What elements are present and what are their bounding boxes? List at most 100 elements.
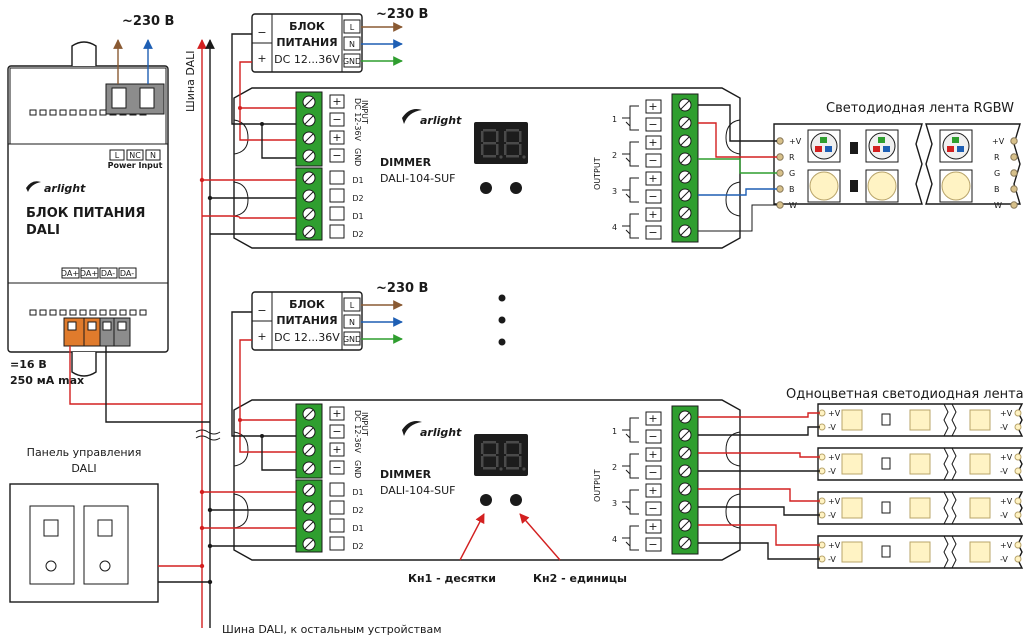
da-term-1: DA+ — [61, 269, 79, 278]
psu-mid-minus: − — [257, 304, 266, 317]
dimmer1-d1b: D1 — [352, 212, 363, 221]
mono-strip-3: +V -V +V -V — [817, 491, 1023, 525]
dimmer1-out-3: + — [648, 136, 657, 149]
dimmer2-in-4: − — [332, 461, 341, 474]
dimmer2-brand: arlight — [420, 426, 462, 439]
rgbw-pin-b2: B — [994, 185, 1000, 194]
psu-top-minus: − — [257, 26, 266, 39]
term-nc-label: NC — [129, 151, 141, 160]
dimmer2-in-1: + — [332, 407, 341, 420]
dimmer1-out-2: − — [648, 118, 657, 131]
dimmer2-in-3: + — [332, 443, 341, 456]
dimmer2-input-1: INPUT — [360, 412, 369, 436]
dimmer2-ch4: 4 — [612, 535, 617, 544]
psu-mid-plus: + — [257, 330, 266, 343]
psu-top-title-2: ПИТАНИЯ — [276, 36, 337, 49]
dimmer-1: + − + − INPUT DC 12-36V GND D1 D2 D1 D2 … — [233, 87, 741, 249]
rgbw-strip: +V R G B W +V R G B W — [773, 123, 1021, 210]
dali-psu-title-2: DALI — [26, 223, 60, 238]
dimmer1-ch2: 2 — [612, 151, 617, 160]
psu-mid-n: N — [349, 318, 355, 327]
psu-mid: − + БЛОК ПИТАНИЯ DC 12...36V L N GND — [251, 291, 363, 351]
psu-top-gnd: GND — [343, 57, 361, 66]
rgbw-pin-b: B — [789, 185, 795, 194]
dimmer2-ch2: 2 — [612, 463, 617, 472]
dimmer2-out-7: + — [648, 520, 657, 533]
arlight-logo-icon — [26, 181, 41, 192]
da-term-4: DA- — [120, 269, 134, 278]
psu-top-n: N — [349, 40, 355, 49]
dimmer2-d1b: D1 — [352, 524, 363, 533]
mono1-minus-r: -V — [1000, 423, 1008, 432]
dimmer1-out-6: − — [648, 190, 657, 203]
dimmer1-output: OUTPUT — [593, 157, 602, 190]
dimmer1-d1a: D1 — [352, 176, 363, 185]
mono3-plus: +V — [828, 497, 841, 506]
term-l-label: L — [115, 151, 120, 160]
mono2-plus-r: +V — [1000, 453, 1013, 462]
dimmer2-out-2: − — [648, 430, 657, 443]
dimmer1-in-1: + — [332, 95, 341, 108]
dimmer2-out-8: − — [648, 538, 657, 551]
psu-top-plus: + — [257, 52, 266, 65]
dimmer2-out-6: − — [648, 502, 657, 515]
dimmer1-in-3: + — [332, 131, 341, 144]
dimmer1-d2a: D2 — [352, 194, 363, 203]
rgbw-pin-g2: G — [994, 169, 1000, 178]
term-n-label: N — [150, 151, 156, 160]
rgbw-pin-r: R — [789, 153, 795, 162]
dimmer2-d2a: D2 — [352, 506, 363, 515]
dimmer1-title: DIMMER — [380, 156, 432, 169]
dimmer1-d2b: D2 — [352, 230, 363, 239]
dimmer-2: + − + − INPUT DC 12-36V GND D1 D2 D1 D2 … — [233, 399, 741, 561]
dimmer1-out-7: + — [648, 208, 657, 221]
dimmer2-d2b: D2 — [352, 542, 363, 551]
mono4-minus: -V — [828, 555, 836, 564]
dali-out-current: 250 мА max — [10, 374, 84, 387]
mono1-minus: -V — [828, 423, 836, 432]
dimmer1-brand: arlight — [420, 114, 462, 127]
dimmer1-out-1: + — [648, 100, 657, 113]
dimmer2-out-1: + — [648, 412, 657, 425]
mono-strip-4: +V -V +V -V — [817, 535, 1023, 569]
dimmer1-input-1: INPUT — [360, 100, 369, 124]
panel-title-1: Панель управления — [27, 446, 142, 459]
rgbw-pin-v: +V — [789, 137, 802, 146]
dimmer1-gnd: GND — [353, 148, 362, 166]
power-input-label: Power Input — [108, 161, 163, 170]
dimmer2-out-5: + — [648, 484, 657, 497]
dimmer2-gnd: GND — [353, 460, 362, 478]
dimmer1-out-8: − — [648, 226, 657, 239]
dimmer2-input-2: DC 12-36V — [353, 410, 362, 454]
da-term-2: DA+ — [80, 269, 98, 278]
dimmer1-model: DALI-104-SUF — [380, 172, 455, 185]
dimmer1-in-4: − — [332, 149, 341, 162]
dimmer2-out-3: + — [648, 448, 657, 461]
mono2-minus-r: -V — [1000, 467, 1008, 476]
psu-mid-voltage: DC 12...36V — [274, 331, 340, 344]
dimmer2-ch1: 1 — [612, 427, 617, 436]
mains-label-top: ~230 В — [376, 7, 428, 22]
mono-strip-2: +V -V +V -V — [817, 447, 1023, 481]
dimmer2-model: DALI-104-SUF — [380, 484, 455, 497]
dimmer2-ch3: 3 — [612, 499, 617, 508]
dali-out-voltage: =16 В — [10, 358, 47, 371]
mono4-plus-r: +V — [1000, 541, 1013, 550]
dali-control-panel: Панель управления DALI — [9, 446, 159, 603]
mono3-minus: -V — [828, 511, 836, 520]
dali-bus-vertical-label: Шина DALI — [184, 50, 197, 112]
rgbw-pin-g: G — [789, 169, 795, 178]
psu-top-title-1: БЛОК — [289, 20, 325, 33]
mono3-plus-r: +V — [1000, 497, 1013, 506]
mains-label-mid: ~230 В — [376, 281, 428, 296]
dimmer1-ch3: 3 — [612, 187, 617, 196]
dali-psu-brand: arlight — [44, 182, 86, 195]
dimmer2-in-2: − — [332, 425, 341, 438]
dimmer2-d1a: D1 — [352, 488, 363, 497]
rgbw-pin-r2: R — [994, 153, 1000, 162]
rgbw-title: Светодиодная лента RGBW — [826, 101, 1014, 116]
mains-label-left: ~230 В — [122, 14, 174, 29]
mono4-minus-r: -V — [1000, 555, 1008, 564]
dali-power-supply: L NC N Power Input arlight БЛОК ПИТАНИЯ … — [7, 41, 169, 377]
